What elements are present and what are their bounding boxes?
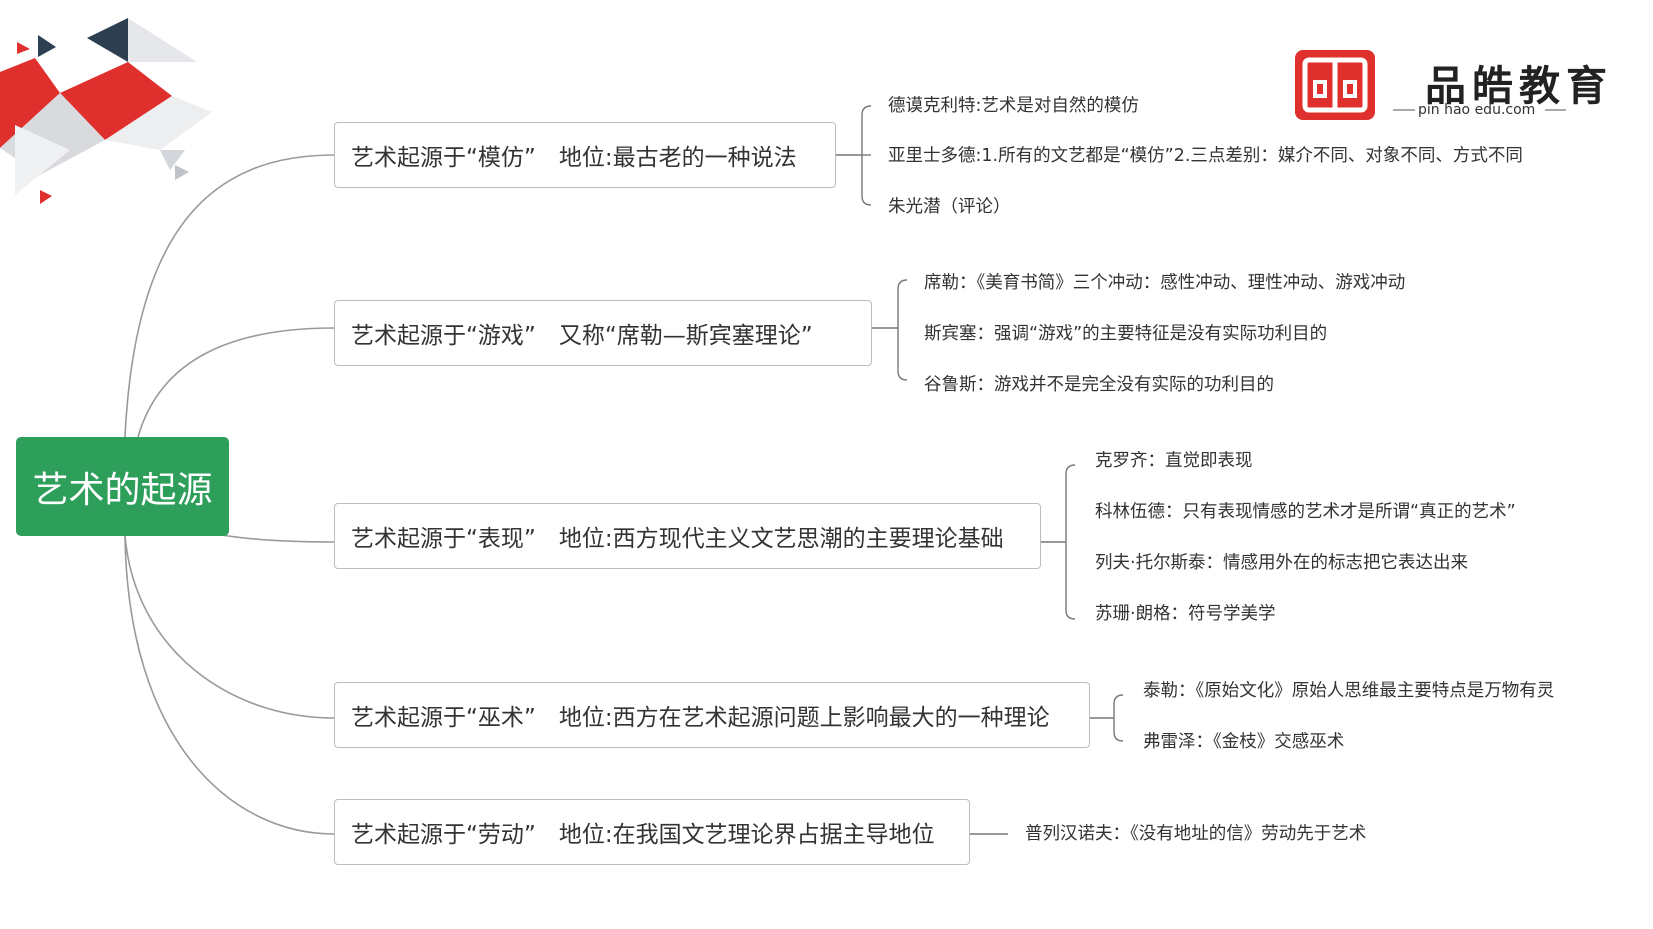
leaf-node[interactable]: 泰勒：《原始文化》原始人思维最主要特点是万物有灵 — [1143, 681, 1555, 701]
decorative-triangles — [0, 18, 212, 204]
leaf-node[interactable]: 朱光潜（评论） — [888, 197, 1011, 217]
branch-node-imitation[interactable]: 艺术起源于“模仿” 地位:最古老的一种说法 — [334, 122, 836, 188]
leaf-node[interactable]: 普列汉诺夫：《没有地址的信》劳动先于艺术 — [1025, 824, 1367, 844]
brand-name: 品皓教育 — [1425, 62, 1613, 110]
leaf-node[interactable]: 苏珊·朗格：符号学美学 — [1095, 604, 1276, 624]
leaf-node[interactable]: 弗雷泽：《金枝》交感巫术 — [1143, 732, 1345, 752]
leaf-node[interactable]: 列夫·托尔斯泰：情感用外在的标志把它表达出来 — [1095, 553, 1469, 573]
leaf-node[interactable]: 斯宾塞：强调“游戏”的主要特征是没有实际功利目的 — [924, 324, 1328, 344]
leaf-node[interactable]: 席勒：《美育书简》三个冲动：感性冲动、理性冲动、游戏冲动 — [924, 273, 1406, 293]
brand-domain: pin hao edu.com — [1418, 102, 1536, 118]
leaf-brackets — [835, 105, 1124, 835]
branch-node-labor[interactable]: 艺术起源于“劳动” 地位:在我国文艺理论界占据主导地位 — [334, 799, 970, 865]
leaf-node[interactable]: 克罗齐：直觉即表现 — [1095, 451, 1253, 471]
branch-node-expression[interactable]: 艺术起源于“表现” 地位:西方现代主义文艺思潮的主要理论基础 — [334, 503, 1041, 569]
leaf-node[interactable]: 谷鲁斯：游戏并不是完全没有实际的功利目的 — [924, 375, 1274, 395]
root-branch-curves — [124, 154, 335, 835]
branch-node-magic[interactable]: 艺术起源于“巫术” 地位:西方在艺术起源问题上影响最大的一种理论 — [334, 682, 1090, 748]
branch-node-play[interactable]: 艺术起源于“游戏” 又称“席勒—斯宾塞理论” — [334, 300, 872, 366]
leaf-node[interactable]: 科林伍德：只有表现情感的艺术才是所谓“真正的艺术” — [1095, 502, 1516, 522]
root-node[interactable]: 艺术的起源 — [16, 437, 229, 536]
leaf-node[interactable]: 亚里士多德:1.所有的文艺都是“模仿”2.三点差别：媒介不同、对象不同、方式不同 — [888, 146, 1523, 166]
brand-logo-icon — [1295, 50, 1375, 120]
leaf-node[interactable]: 德谟克利特:艺术是对自然的模仿 — [888, 96, 1139, 116]
